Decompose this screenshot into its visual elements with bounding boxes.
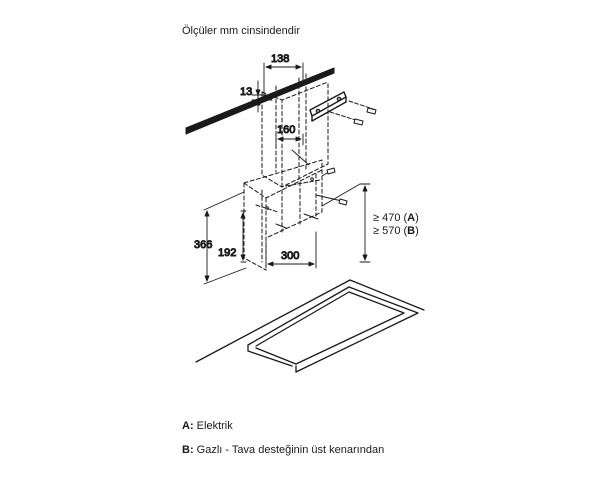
legend-text-b: Gazlı - Tava desteğinin üst kenarından bbox=[193, 444, 385, 456]
clearance-b-label: ≥ 570 (B) bbox=[373, 225, 419, 237]
dimension-160 bbox=[275, 133, 310, 166]
dimension-clearance bbox=[321, 183, 371, 263]
wall-screws bbox=[255, 167, 348, 229]
dim-138-label: 138 bbox=[271, 53, 289, 65]
dimension-300 bbox=[265, 231, 317, 269]
legend-key-b: B: bbox=[182, 444, 194, 456]
units-note: Ölçüler mm cinsindendir bbox=[182, 25, 300, 37]
dim-160-label: 160 bbox=[277, 124, 295, 136]
upper-chimney-outline bbox=[261, 73, 329, 188]
legend-item-b: B: Gazlı - Tava desteğinin üst kenarında… bbox=[182, 444, 384, 456]
dim-13-label: 13 bbox=[240, 86, 252, 98]
dim-192-label: 192 bbox=[218, 247, 236, 259]
ceiling-slab bbox=[185, 67, 335, 135]
dimension-366 bbox=[203, 191, 247, 285]
ceiling-screws bbox=[329, 100, 377, 126]
legend-key-a: A: bbox=[182, 420, 194, 432]
legend-text-a: Elektrik bbox=[193, 420, 233, 432]
dimension-13 bbox=[251, 80, 273, 113]
clearance-a-label: ≥ 470 (A) bbox=[373, 212, 419, 224]
dim-366-label: 366 bbox=[194, 239, 212, 251]
dimension-192 bbox=[240, 210, 247, 263]
dimension-138 bbox=[263, 62, 304, 97]
legend-item-a: A: Elektrik bbox=[182, 420, 233, 432]
dim-300-label: 300 bbox=[281, 250, 299, 262]
cooktop bbox=[195, 279, 425, 373]
